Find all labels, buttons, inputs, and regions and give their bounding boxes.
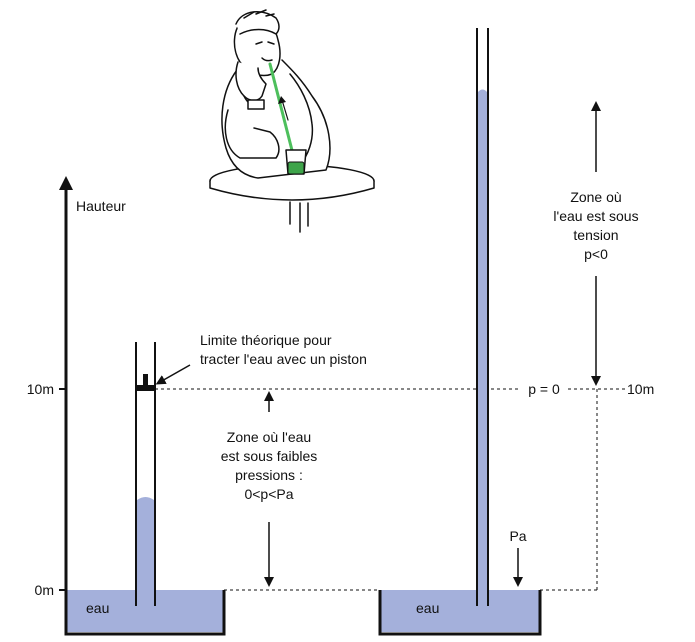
right-basin-water-label: eau	[416, 600, 439, 616]
tension-label-line1: Zone où	[570, 189, 621, 205]
axis-label: Hauteur	[76, 198, 126, 214]
piston-tube	[135, 342, 156, 606]
suction-arrow-line	[281, 99, 289, 121]
piston-limit-label-line2: tracter l'eau avec un piston	[200, 351, 367, 367]
piston-limit-pointer-arrow	[155, 364, 191, 385]
low-pressure-zone: Zone où l'eau est sous faibles pressions…	[221, 391, 318, 587]
height-axis: Hauteur 10m 0m	[27, 176, 126, 634]
tick-10m-right-label: 10m	[627, 381, 654, 397]
piston-limit-label-line1: Limite théorique pour	[200, 332, 332, 348]
tick-10m-label: 10m	[27, 381, 54, 397]
right-basin: eau	[378, 590, 542, 636]
tall-tube-meniscus	[478, 89, 487, 92]
straw-icon	[268, 62, 298, 168]
tension-zone: Zone où l'eau est sous tension p<0	[553, 101, 639, 386]
person-eyes	[255, 41, 275, 45]
right-basin-walls	[378, 590, 542, 636]
tick-0m-label: 0m	[35, 582, 54, 598]
tension-label-line3: tension	[573, 227, 618, 243]
person-watch	[247, 99, 265, 110]
tension-label-line4: p<0	[584, 246, 608, 262]
piston-rod	[143, 374, 148, 386]
piston-head	[137, 385, 154, 391]
p-zero-label: p = 0	[528, 381, 560, 397]
glass-water	[287, 161, 305, 175]
left-basin-water-label: eau	[86, 600, 109, 616]
right-basin-water	[380, 590, 540, 632]
tension-label-line2: l'eau est sous	[553, 208, 638, 224]
piston-tube-meniscus	[137, 497, 154, 500]
height-axis-arrow-icon	[59, 176, 73, 190]
tall-tube-water	[478, 92, 487, 606]
person-arm	[224, 109, 280, 159]
low-pressure-label-line1: Zone où l'eau	[227, 429, 311, 445]
table-edge	[209, 180, 375, 201]
low-pressure-label-line3: pressions :	[235, 467, 303, 483]
tall-tube	[476, 28, 489, 606]
low-pressure-label-line2: est sous faibles	[221, 448, 318, 464]
person-drinking-icon	[209, 9, 375, 233]
suction-arrow-icon	[278, 96, 286, 104]
low-pressure-label-line4: 0<p<Pa	[244, 486, 293, 502]
person-mouth	[261, 57, 273, 62]
person-hair-strands	[243, 9, 275, 19]
left-basin-walls	[64, 590, 226, 636]
piston-tube-water	[137, 500, 154, 605]
pa-label: Pa	[509, 528, 526, 544]
